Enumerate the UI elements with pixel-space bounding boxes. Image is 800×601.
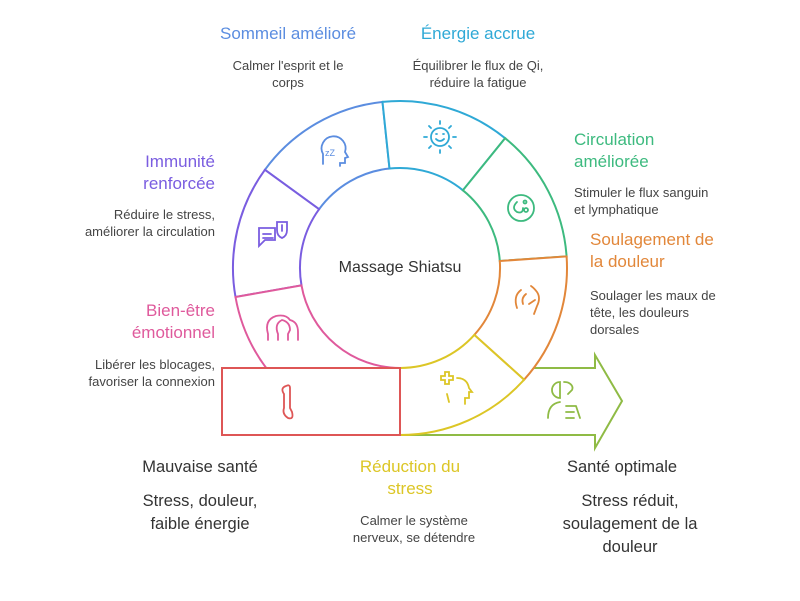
end-title: Santé optimale (566, 458, 678, 476)
start-box (221, 367, 401, 436)
segment-title-bienetre: émotionnel (131, 323, 215, 342)
segment-title-immunite: Immunité (145, 152, 215, 171)
start-desc: Stress, douleur, (142, 492, 258, 510)
segment-title-sommeil: Sommeil amélioré (219, 24, 357, 43)
segment-desc-circulation: et lymphatique (574, 202, 659, 217)
cell-icon (507, 194, 535, 222)
segment-title-energie: Énergie accrue (420, 24, 536, 43)
svg-text:zZ: zZ (325, 148, 336, 158)
segment-desc-energie: Équilibrer le flux de Qi, (412, 58, 544, 73)
body-anatomy-icon (547, 381, 581, 419)
segment-desc-soulagement: dorsales (590, 322, 640, 337)
start-title: Mauvaise santé (142, 458, 258, 476)
segment-desc-bienetre: favoriser la connexion (88, 374, 215, 389)
segment-title-reduction: Réduction du (359, 457, 461, 476)
segment-immunite (231, 168, 321, 299)
segment-desc-soulagement: tête, les douleurs (590, 305, 690, 320)
segment-desc-reduction: nerveux, se détendre (352, 530, 476, 545)
shield-chat-icon (258, 221, 288, 249)
segment-desc-immunite: Réduire le stress, (113, 207, 215, 222)
smiling-sun-icon (423, 120, 457, 154)
end-desc: douleur (602, 538, 658, 556)
segment-desc-soulagement: Soulager les maux de (590, 288, 716, 303)
segment-desc-bienetre: Libérer les blocages, (95, 357, 215, 372)
sleeping-head-icon: zZ (320, 135, 350, 167)
segment-desc-sommeil: corps (272, 75, 304, 90)
headache-icon (514, 285, 540, 315)
body-pain-icon (281, 384, 294, 420)
segment-desc-energie: réduire la fatigue (429, 75, 527, 90)
end-desc: soulagement de la (562, 515, 698, 533)
segment-desc-circulation: Stimuler le flux sanguin (574, 185, 709, 200)
segment-title-soulagement: la douleur (590, 252, 665, 271)
segment-desc-sommeil: Calmer l'esprit et le (232, 58, 344, 73)
center-label: Massage Shiatsu (338, 259, 462, 276)
segment-title-reduction: stress (387, 479, 433, 498)
segment-title-circulation: Circulation (574, 130, 655, 149)
segment-desc-immunite: améliorer la circulation (84, 224, 215, 239)
start-desc: faible énergie (150, 515, 250, 533)
segment-bienetre (234, 284, 401, 370)
two-heads-icon (266, 314, 299, 341)
segment-title-soulagement: Soulagement de (590, 230, 714, 249)
segment-title-circulation: améliorée (574, 152, 649, 171)
head-health-icon (440, 371, 474, 405)
segment-title-bienetre: Bien-être (146, 301, 215, 320)
segment-desc-reduction: Calmer le système (360, 513, 468, 528)
segment-title-immunite: renforcée (143, 174, 215, 193)
end-desc: Stress réduit, (581, 492, 679, 510)
